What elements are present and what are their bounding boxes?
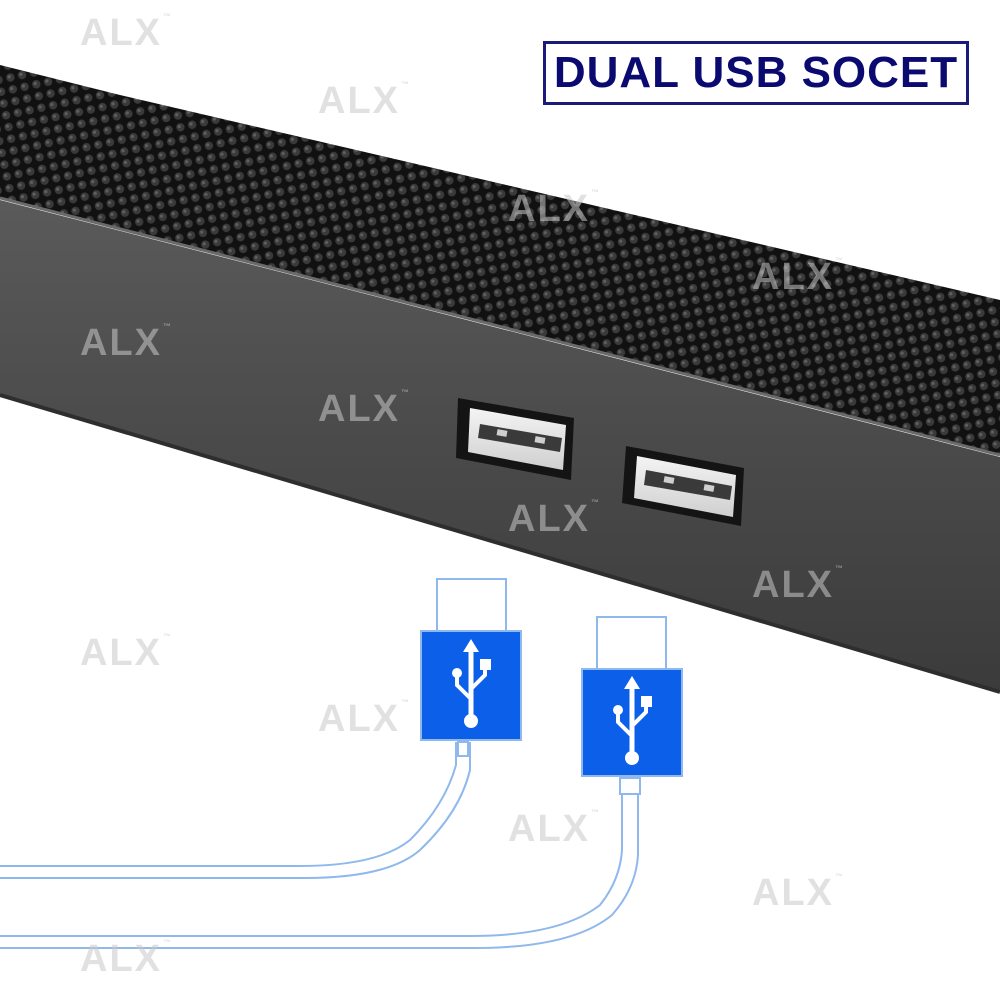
feature-badge-label: DUAL USB SOCET [553,48,959,97]
usb-cable-2 [0,777,641,949]
soundbar [0,65,1000,694]
usb-symbol-icon [452,639,491,728]
usb-plug-1-tip [436,578,507,632]
usb-cable-1 [0,741,471,879]
usb-port-2[interactable] [622,446,744,526]
usb-plug-2 [581,616,683,777]
speaker-grille [0,65,1000,455]
usb-plug-1 [420,578,522,741]
feature-badge: DUAL USB SOCET [543,41,969,105]
usb-port-1[interactable] [456,398,574,480]
usb-plug-2-tip [596,616,667,670]
usb-symbol-icon [613,676,652,765]
